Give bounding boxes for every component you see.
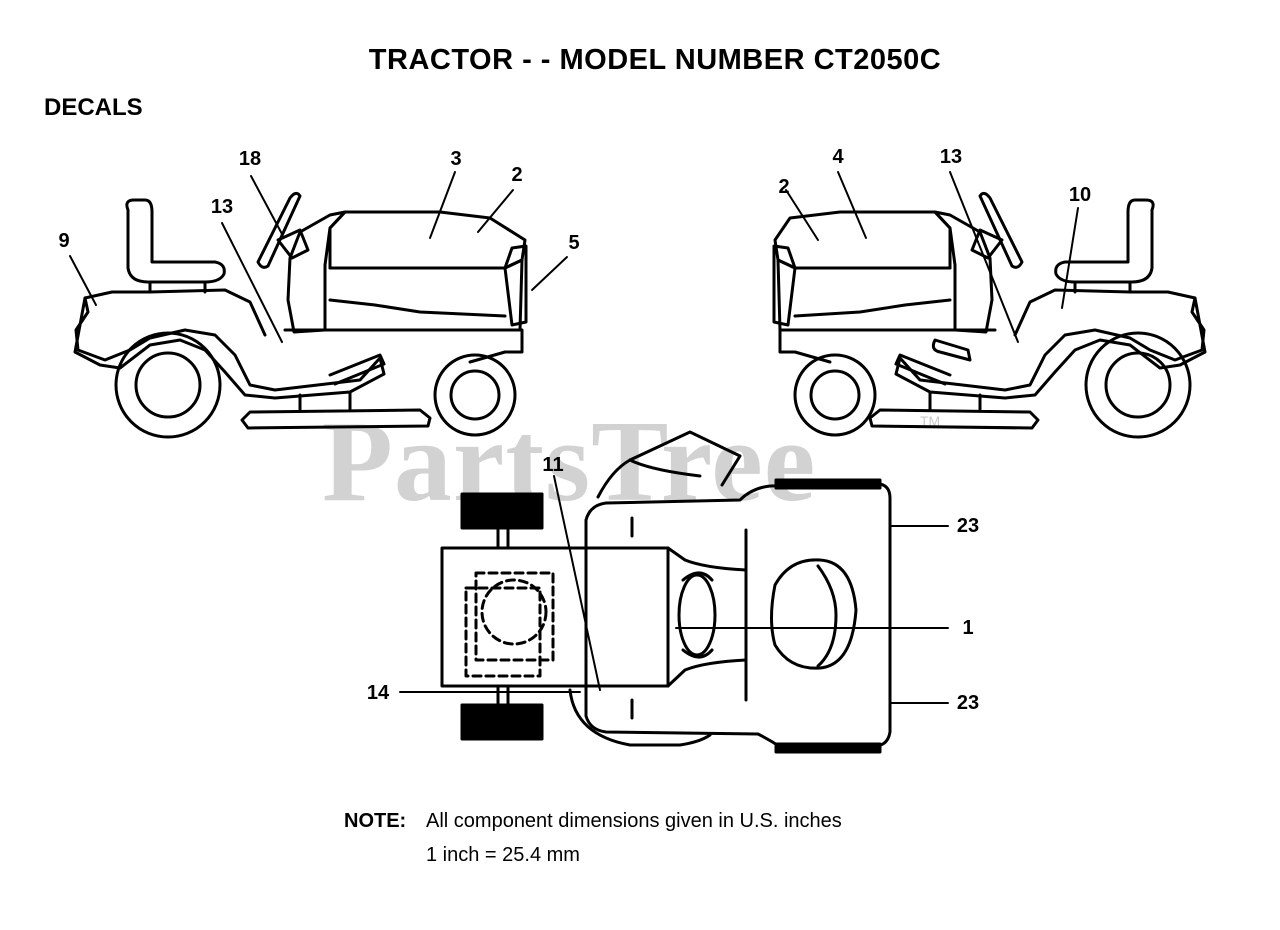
tractor-left-hood-lower (328, 258, 524, 332)
callout-5: 5 (568, 232, 580, 254)
tractor-right-pedal (894, 353, 952, 386)
tractor-left-dash (286, 210, 347, 334)
tractor-left-hood (328, 210, 527, 270)
tractor-left-pedal (328, 353, 386, 386)
tractor-right-steering-column (970, 228, 1004, 260)
tractor-right-deck (868, 391, 1040, 430)
tractor-right-dash (933, 210, 994, 334)
note-line-1: All component dimensions given in U.S. i… (426, 810, 842, 832)
right-callout-leaders (785, 171, 1079, 343)
callout-2-right: 2 (778, 176, 790, 198)
tractor-left-front-hub (449, 369, 501, 421)
watermark-trademark: TM (920, 413, 941, 429)
top-view-seat-back-inner (628, 458, 702, 478)
callout-1: 1 (962, 617, 974, 639)
top-view-console (666, 546, 748, 688)
tractor-left-deck (240, 391, 432, 430)
tractor-right-rear-wheel (1084, 331, 1192, 439)
top-view-seat-decal (464, 571, 555, 678)
callout-3: 3 (450, 148, 462, 170)
top-view-rear-body (584, 482, 892, 750)
tractor-left-seat-base (148, 280, 207, 294)
tractor-right-lever (931, 338, 972, 362)
note-line-2: 1 inch = 25.4 mm (426, 844, 580, 866)
top-view-steering (677, 573, 717, 657)
tractor-left-seat (125, 198, 226, 284)
tractor-left-grille (503, 244, 528, 327)
tractor-left-view (73, 191, 528, 439)
callout-11: 11 (542, 454, 564, 476)
tractor-right-view (772, 191, 1207, 439)
top-view-seat-decal-circle (480, 578, 548, 646)
callout-9: 9 (58, 230, 70, 252)
page-title: TRACTOR - - MODEL NUMBER CT2050C (368, 44, 942, 76)
top-view-hood-vent-inner (816, 564, 838, 668)
top-view-seat (440, 546, 670, 688)
watermark: PartsTree (322, 398, 817, 526)
tractor-left-frame (283, 328, 524, 364)
top-view-rear-tire-top (460, 492, 544, 530)
tractor-right-steering-wheel (978, 191, 1024, 269)
tractor-right-hood-lower (776, 258, 952, 332)
note-label: NOTE: (344, 810, 407, 832)
top-callout-leaders (399, 475, 949, 704)
callout-23-lower: 23 (956, 692, 980, 714)
tractor-left-steering-column (276, 228, 310, 260)
tractor-right-grille (772, 244, 797, 327)
tractor-left-front-wheel (433, 353, 517, 437)
section-heading: DECALS (44, 94, 143, 121)
callout-18: 18 (238, 148, 262, 170)
top-view-steering-line (681, 571, 714, 659)
tractor-right-seat-base (1073, 280, 1132, 294)
callout-13-right: 13 (939, 146, 963, 168)
tractor-right-hood (773, 210, 952, 270)
top-view-front-bumper-bottom (774, 742, 882, 754)
callout-14: 14 (366, 682, 390, 704)
top-view-left-fender (568, 688, 712, 747)
top-view-rear-axle (496, 526, 510, 707)
left-callout-leaders (69, 171, 568, 343)
tractor-right-seat (1054, 198, 1155, 284)
tractor-right-fender-top (1013, 288, 1197, 337)
callout-23-upper: 23 (956, 515, 980, 537)
callout-10: 10 (1068, 184, 1092, 206)
top-view-seat-back (596, 430, 742, 499)
tractor-right-rear-hub (1104, 351, 1172, 419)
tractor-right-front-hub (809, 369, 861, 421)
callout-2-left: 2 (511, 164, 523, 186)
callout-13-left: 13 (210, 196, 234, 218)
tractor-right-front-wheel (793, 353, 877, 437)
tractor-left-steering-wheel (256, 191, 302, 269)
tractor-left-rear-hub (134, 351, 202, 419)
top-view-front-bumper-top (774, 478, 882, 490)
tractor-top-view (440, 430, 892, 754)
tractor-left-fender-top (83, 288, 267, 337)
tractor-left-rear-wheel (114, 331, 222, 439)
tractor-right-frame (778, 328, 997, 364)
top-view-rear-tire-bottom (460, 703, 544, 741)
callout-4: 4 (832, 146, 844, 168)
top-view-hood-vent (770, 558, 858, 670)
